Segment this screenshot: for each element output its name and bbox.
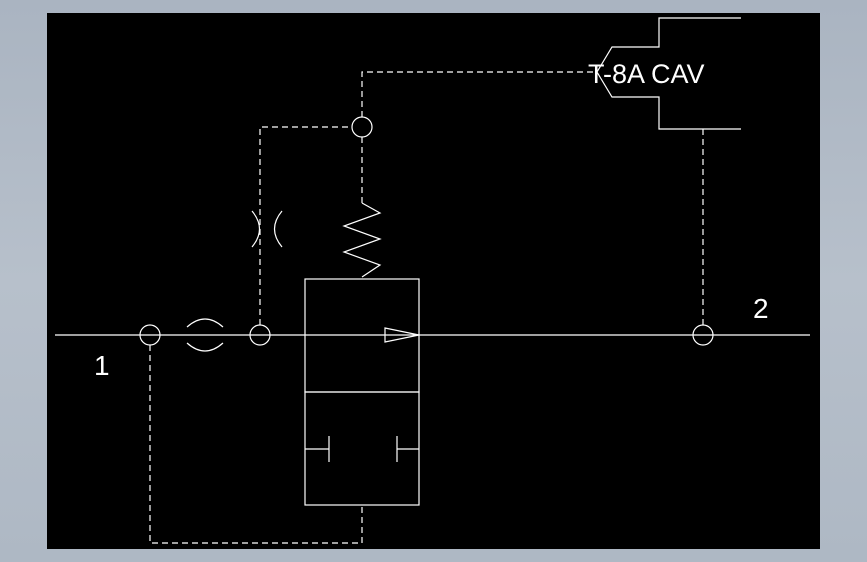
pilot-line-top [361, 71, 597, 117]
blocked-port-left [305, 436, 330, 462]
pilot-lines [149, 71, 704, 544]
component-label: T-8A CAV [588, 59, 705, 89]
drain-line [149, 345, 363, 544]
drawing-canvas: 1 2 T-8A CAV [47, 13, 820, 549]
outlet-port-label: 2 [753, 293, 769, 324]
main-orifice [186, 318, 224, 352]
blocked-port-right [396, 436, 419, 462]
flow-arrow [384, 327, 420, 343]
spring-pilot-junction [351, 116, 373, 138]
spring [342, 202, 382, 278]
pilot-orifice [251, 210, 283, 248]
pilot-line-left [259, 126, 352, 325]
inlet-port-label: 1 [94, 350, 110, 381]
hydraulic-schematic: 1 2 T-8A CAV [55, 17, 810, 544]
component-outline [596, 17, 741, 130]
